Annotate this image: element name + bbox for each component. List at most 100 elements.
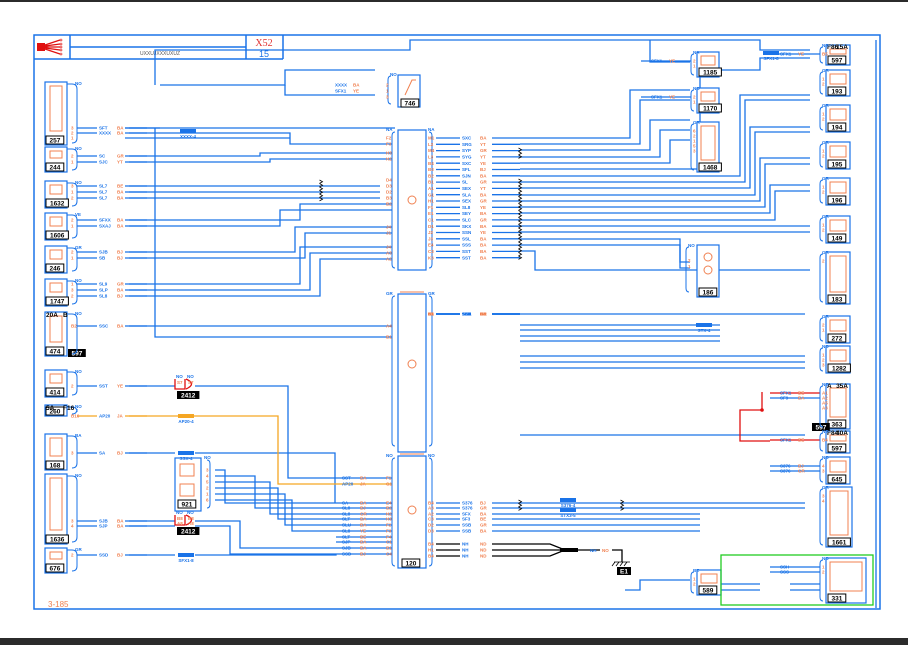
wire-color: BA — [480, 243, 487, 248]
pin-label: D1 — [428, 224, 434, 229]
wire-color: BA — [480, 512, 487, 517]
pin-label: J1 — [386, 231, 392, 236]
wire-color: BA — [360, 501, 367, 506]
pin-label: L3 — [428, 155, 434, 160]
component-id: 244 — [49, 165, 60, 172]
connector-120-block-b — [397, 293, 427, 453]
pin-label: 2 — [693, 134, 696, 139]
wire-color: BA — [480, 224, 487, 229]
component-id: 168 — [49, 463, 60, 470]
pin-label: C3 — [428, 249, 434, 254]
connector-bracket — [690, 53, 695, 76]
wire-code: SST — [462, 249, 471, 254]
wire-color: GR — [117, 154, 125, 159]
wire-code: SLP — [99, 288, 108, 293]
long-wire — [520, 190, 810, 221]
pin-label: K3 — [428, 255, 434, 260]
pin-label: 2 — [71, 384, 74, 389]
component-symbol — [49, 150, 63, 159]
long-wire — [125, 203, 392, 221]
pin-label: M1 — [428, 136, 435, 141]
wire-color: BA — [117, 126, 124, 131]
wire-code: SSS — [780, 570, 789, 575]
pin-label: 1 — [693, 100, 696, 105]
connector-code: NO — [75, 146, 82, 151]
component-id: 597 — [831, 58, 842, 65]
wire-color: BA — [480, 211, 487, 216]
component-symbol — [49, 373, 63, 384]
wire-code: SST — [99, 384, 108, 389]
connector-code: NO — [75, 404, 82, 409]
connector-bracket — [685, 246, 690, 293]
wire-code: SL8 — [342, 512, 351, 517]
connector-bracket — [387, 75, 392, 105]
connector-2412 — [174, 379, 186, 390]
long-wire — [520, 89, 690, 139]
pin-label: 1 — [822, 112, 825, 117]
wire-color: BA — [480, 255, 487, 260]
pin-label: B8 — [177, 516, 183, 521]
twisted-pair-icon — [518, 178, 523, 183]
component-id: 1661 — [832, 540, 847, 547]
long-wire — [284, 85, 375, 96]
long-wire — [160, 69, 375, 86]
splice-label: S376-4 — [561, 503, 576, 508]
component-id: 1282 — [832, 366, 847, 373]
pin-label: 2 — [693, 59, 696, 64]
connector-bracket — [67, 182, 78, 207]
pin-label: B3 — [428, 167, 434, 172]
pin-label: L2 — [428, 142, 434, 147]
connector-code: GR — [822, 214, 830, 219]
wire-color: BJ — [360, 506, 366, 511]
rating-label: F16 — [63, 405, 75, 412]
component-id: 363 — [831, 422, 842, 429]
long-wire — [195, 525, 336, 555]
wire-code: SST — [342, 476, 351, 481]
pin-label: D2 — [428, 523, 434, 528]
connector-bracket — [67, 148, 78, 171]
pin-label: B2 — [386, 506, 392, 511]
pin-label: B1 — [428, 312, 434, 317]
component-id: 1170 — [703, 106, 717, 113]
long-wire — [520, 99, 810, 183]
component-id-box — [827, 122, 847, 132]
window-top-edge — [0, 0, 908, 2]
twisted-pair-icon — [518, 185, 523, 190]
pin-label: 4 — [822, 464, 825, 469]
pin-label: F1 — [386, 476, 392, 481]
component-id-box — [827, 333, 847, 343]
wire-color: BA — [117, 131, 124, 136]
long-wire — [125, 226, 392, 253]
wire-color: BJ — [798, 464, 804, 469]
wire-code: SST — [462, 255, 471, 260]
wire-code: SSS — [462, 243, 471, 248]
connector-bracket — [819, 559, 824, 602]
ecu-symbol — [407, 195, 417, 205]
twisted-pair-icon — [319, 193, 324, 198]
component-symbol — [49, 249, 63, 260]
component-id-box — [698, 103, 722, 113]
connector-bracket — [819, 432, 824, 452]
wire-color: BA — [117, 324, 124, 329]
wire-color: ND — [480, 554, 487, 559]
wire-color: BJ — [117, 553, 123, 558]
twisted-pair-icon — [319, 190, 324, 195]
component-id-box — [177, 499, 197, 509]
component-symbol — [179, 483, 195, 497]
component-id-box — [827, 233, 847, 243]
wire-code: SYP — [462, 148, 471, 153]
component-id-box — [45, 263, 65, 273]
wire-color: BA — [353, 83, 360, 88]
long-wire — [125, 252, 392, 291]
component-id: 414 — [49, 390, 60, 397]
wire-color: BE — [360, 535, 366, 540]
wire-color: JA — [117, 414, 124, 419]
wire-color: YT — [480, 186, 486, 191]
connector-code: NO — [822, 382, 829, 387]
window-bottom-edge — [0, 638, 908, 645]
twisted-pair-icon — [518, 248, 523, 253]
component-symbol — [49, 85, 63, 132]
splice-icon — [560, 508, 576, 512]
wire-color: YT — [117, 160, 123, 165]
component-symbol — [700, 125, 716, 161]
